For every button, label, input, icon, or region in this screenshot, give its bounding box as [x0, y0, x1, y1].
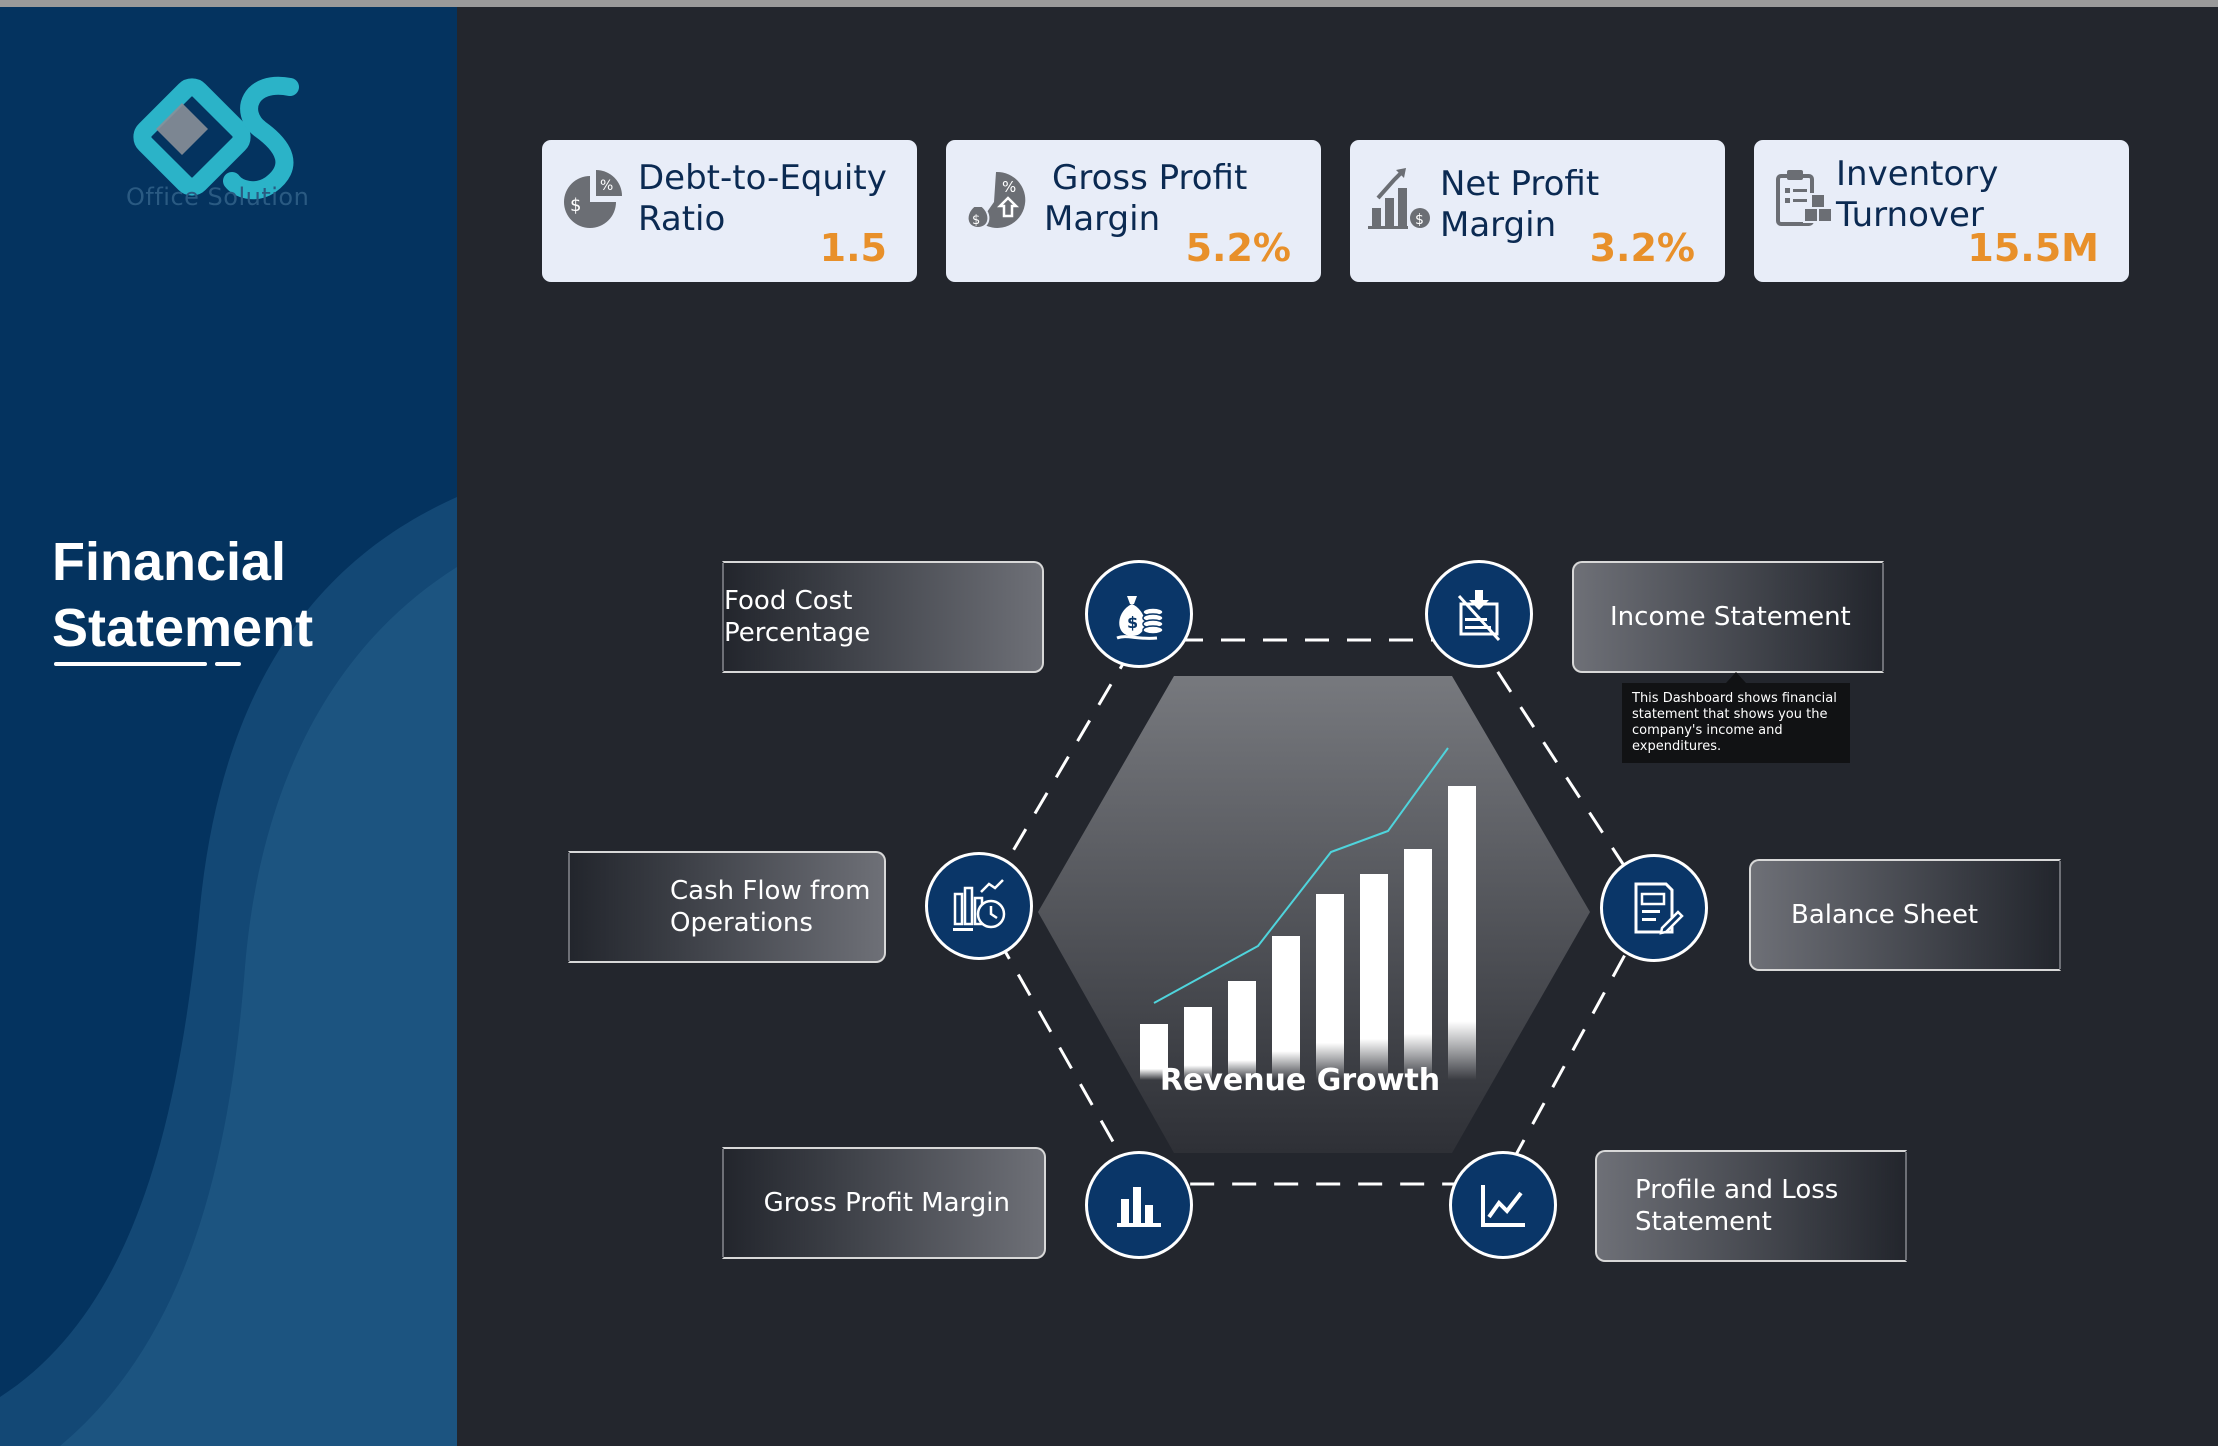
- kpi-value: 3.2%: [1589, 226, 1695, 270]
- kpi-card-debt-to-equity[interactable]: $ % Debt-to-Equity Ratio 1.5: [542, 140, 917, 282]
- growth-trend-line: [1153, 747, 1449, 1004]
- title-underline: [54, 662, 207, 666]
- svg-text:%: %: [600, 178, 613, 194]
- item-label: Gross Profit Margin: [763, 1188, 1010, 1218]
- node-profit-loss[interactable]: [1449, 1151, 1557, 1259]
- pie-chart-dollar-icon: $ %: [564, 170, 622, 228]
- kpi-card-net-profit-margin[interactable]: $ Net Profit Margin 3.2%: [1350, 140, 1725, 282]
- svg-text:$: $: [972, 213, 980, 228]
- kpi-label: Inventory: [1836, 154, 1999, 194]
- top-bar: [0, 0, 2218, 7]
- chart-clock-icon: [953, 879, 1006, 931]
- center-title: Revenue Growth: [1159, 1063, 1441, 1098]
- bar-chart-icon: [1117, 1187, 1161, 1227]
- growth-bar: [1404, 849, 1432, 1080]
- kpi-card-inventory-turnover[interactable]: Inventory Turnover 15.5M: [1754, 140, 2129, 282]
- kpi-label: Ratio: [638, 199, 726, 239]
- item-cash-flow-operations[interactable]: Cash Flow from Operations: [568, 851, 886, 963]
- node-cash-flow[interactable]: [925, 852, 1033, 960]
- page-title-line2: Statement: [52, 598, 314, 658]
- growth-bars: [1140, 786, 1476, 1080]
- item-label: Income Statement: [1610, 602, 1851, 632]
- line-chart-icon: [1481, 1185, 1525, 1227]
- growth-bar: [1184, 1007, 1212, 1080]
- item-balance-sheet[interactable]: Balance Sheet: [1749, 859, 2061, 971]
- svg-text:$: $: [570, 195, 581, 216]
- kpi-label: Margin: [1044, 199, 1161, 239]
- growth-bar: [1140, 1024, 1168, 1080]
- item-gross-profit-margin[interactable]: Gross Profit Margin: [722, 1147, 1046, 1259]
- sidebar: Office Solution Financial Statement: [0, 7, 457, 1446]
- page-title: Financial Statement: [52, 529, 313, 661]
- item-label: Cash Flow from Operations: [670, 876, 871, 938]
- money-bag-percent-icon: % $: [966, 171, 1026, 230]
- money-bag-coins-icon: $: [1116, 596, 1164, 640]
- item-label: Food Cost Percentage: [724, 586, 871, 648]
- kpi-label: Net Profit: [1440, 164, 1600, 204]
- item-food-cost-percentage[interactable]: Food Cost Percentage: [722, 561, 1044, 673]
- document-hand-icon: [1457, 590, 1501, 642]
- item-profile-loss-statement[interactable]: Profile and Loss Statement: [1595, 1150, 1907, 1262]
- bar-growth-dollar-icon: $: [1368, 168, 1430, 229]
- item-label: Balance Sheet: [1791, 900, 1979, 930]
- kpi-card-gross-profit-margin[interactable]: % $ Gross Profit Margin 5.2%: [946, 140, 1321, 282]
- sidebar-wave-decoration: [0, 497, 457, 1446]
- svg-text:$: $: [1127, 613, 1138, 632]
- tooltip: This Dashboard shows financial statement…: [1622, 683, 1850, 763]
- logo-text: Office Solution: [126, 183, 310, 211]
- kpi-value: 15.5M: [1967, 226, 2099, 270]
- svg-text:%: %: [1002, 178, 1016, 196]
- node-income-statement[interactable]: [1425, 560, 1533, 668]
- tooltip-arrow: [1726, 672, 1746, 683]
- kpi-label: Debt-to-Equity: [638, 158, 887, 198]
- report-edit-icon: [1634, 882, 1684, 935]
- kpi-value: 1.5: [819, 226, 887, 270]
- kpi-value: 5.2%: [1185, 226, 1291, 270]
- growth-bar: [1316, 894, 1344, 1080]
- title-underline-dash: [215, 662, 241, 666]
- node-balance-sheet[interactable]: [1600, 854, 1708, 962]
- item-income-statement[interactable]: Income Statement: [1572, 561, 1884, 673]
- growth-bar: [1228, 981, 1256, 1080]
- growth-bar: [1448, 786, 1476, 1080]
- kpi-label: Margin: [1440, 205, 1557, 245]
- node-food-cost[interactable]: $: [1085, 560, 1193, 668]
- growth-bar: [1272, 936, 1300, 1080]
- growth-bar: [1360, 874, 1388, 1080]
- item-label: Profile and Loss Statement: [1635, 1175, 1839, 1237]
- page-title-line1: Financial: [52, 532, 287, 592]
- kpi-label: Gross Profit: [1052, 158, 1248, 198]
- svg-text:$: $: [1415, 212, 1424, 228]
- node-gross-profit[interactable]: [1085, 1151, 1193, 1259]
- kpi-label: Turnover: [1836, 195, 1984, 235]
- office-solution-logo: [133, 76, 299, 200]
- clipboard-boxes-icon: [1776, 170, 1833, 226]
